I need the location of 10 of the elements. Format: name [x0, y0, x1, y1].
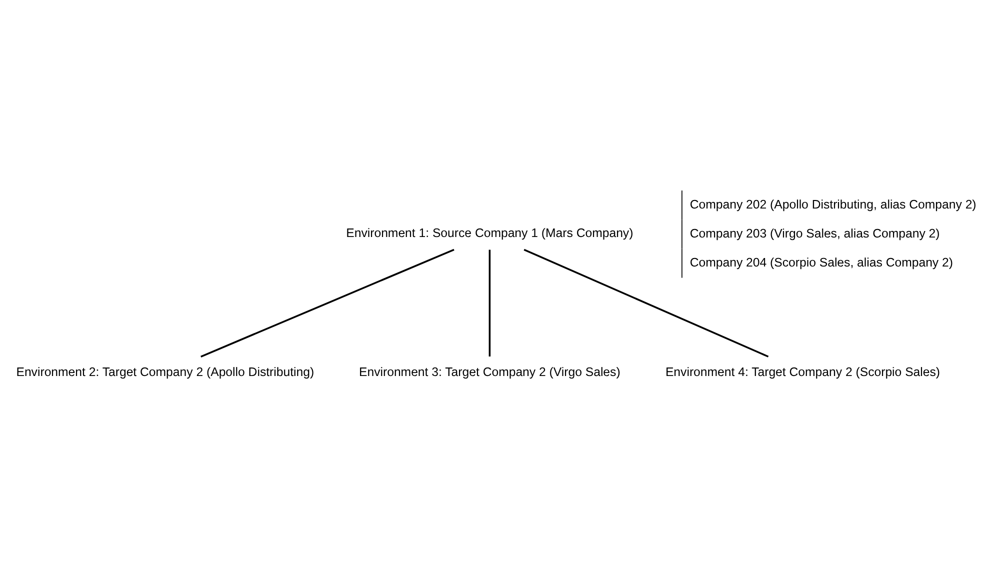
connector — [200, 248, 454, 358]
connector — [488, 250, 491, 356]
node-text: Environment 3: Target Company 2 (Virgo Sales) — [359, 364, 620, 379]
label: Company 202 (Apollo Distributing, alias Company 2) — [690, 197, 976, 212]
node-text: Environment 2: Target Company 2 (Apollo Distributing) — [16, 364, 314, 379]
node-text: Environment 1: Source Company 1 (Mars Company) — [346, 226, 634, 240]
node-text: Environment 4: Target Company 2 (Scorpio Sales) — [665, 364, 940, 379]
label: Company 204 (Scorpio Sales, alias Company 2) — [690, 256, 954, 270]
connector — [524, 248, 769, 358]
label: Company 203 (Virgo Sales, alias Company 2) — [690, 226, 940, 240]
